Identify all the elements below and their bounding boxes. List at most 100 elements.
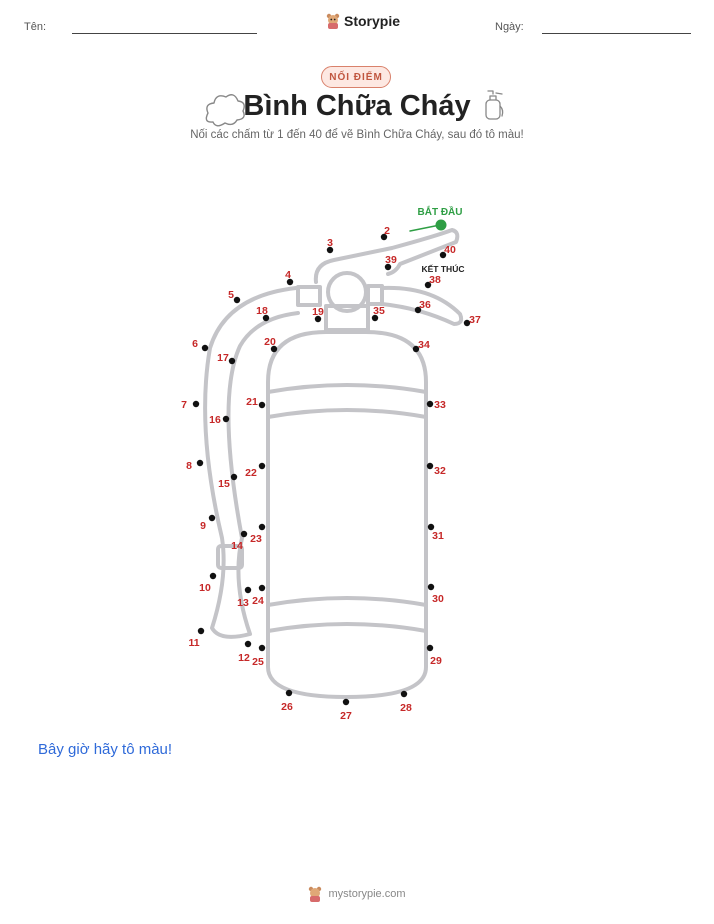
dot-number-7: 7 [181, 399, 187, 411]
dot-number-12: 12 [238, 652, 250, 664]
dot-number-23: 23 [250, 533, 262, 545]
dot-20[interactable] [270, 345, 278, 353]
dot-38[interactable] [424, 281, 432, 289]
dot-39[interactable] [384, 263, 392, 271]
band-4 [266, 622, 428, 633]
hose-outline [203, 286, 300, 639]
color-prompt: Bây giờ hãy tô màu! [38, 741, 173, 758]
top-lever [313, 228, 460, 284]
dot-32[interactable] [426, 462, 434, 470]
dot-6[interactable] [201, 344, 209, 352]
band-1 [266, 383, 428, 394]
dot-14[interactable] [240, 530, 248, 538]
dot-number-14: 14 [231, 540, 243, 552]
dot-15[interactable] [230, 473, 238, 481]
dot-number-21: 21 [246, 396, 258, 408]
dot-number-31: 31 [432, 530, 444, 542]
dot-7[interactable] [192, 400, 200, 408]
dot-number-37: 37 [469, 314, 481, 326]
dot-number-39: 39 [385, 254, 397, 266]
dot-36[interactable] [414, 306, 422, 314]
dot-number-33: 33 [434, 399, 446, 411]
dot-19[interactable] [314, 315, 322, 323]
dot-number-6: 6 [192, 338, 198, 350]
start-dot [435, 219, 447, 231]
dot-23[interactable] [258, 523, 266, 531]
dot-number-13: 13 [237, 597, 249, 609]
dot-number-9: 9 [200, 520, 206, 532]
brand-logo: Storypie [326, 13, 400, 29]
footer: mystorypie.com [0, 886, 714, 902]
dot-number-4: 4 [285, 269, 291, 281]
dot-33[interactable] [426, 400, 434, 408]
dot-number-27: 27 [340, 710, 352, 722]
dot-37[interactable] [463, 319, 471, 327]
start-label: BẮT ĐẦU [418, 205, 463, 218]
dot-3[interactable] [326, 246, 334, 254]
dot-number-18: 18 [256, 305, 268, 317]
dot-number-32: 32 [434, 465, 446, 477]
dot-35[interactable] [371, 314, 379, 322]
dot-40[interactable] [439, 251, 447, 259]
dot-2[interactable] [380, 233, 388, 241]
dot-number-38: 38 [429, 274, 441, 286]
dot-number-28: 28 [400, 702, 412, 714]
valve-ring [326, 271, 368, 313]
extinguisher-outline [203, 90, 504, 699]
dot-26[interactable] [285, 689, 293, 697]
page-title: Bình Chữa Cháy [243, 90, 471, 122]
dot-10[interactable] [209, 572, 217, 580]
dot-number-40: 40 [444, 244, 456, 256]
date-label: Ngày: [495, 21, 524, 33]
band-2 [266, 408, 428, 419]
bear-icon [326, 13, 340, 29]
dot-number-34: 34 [418, 339, 430, 351]
dot-13[interactable] [244, 586, 252, 594]
dot-17[interactable] [228, 357, 236, 365]
dot-5[interactable] [233, 296, 241, 304]
dot-24[interactable] [258, 584, 266, 592]
dot-number-8: 8 [186, 460, 192, 472]
dot-11[interactable] [197, 627, 205, 635]
dot-layer [192, 233, 471, 706]
dot-25[interactable] [258, 644, 266, 652]
end-label: KẾT THÚC [422, 263, 465, 274]
dot-number-20: 20 [264, 336, 276, 348]
instructions: Nối các chấm từ 1 đến 40 để vẽ Bình Chữa… [190, 129, 524, 141]
dot-27[interactable] [342, 698, 350, 706]
dot-4[interactable] [286, 278, 294, 286]
dot-28[interactable] [400, 690, 408, 698]
dot-number-2: 2 [384, 225, 390, 237]
dot-12[interactable] [244, 640, 252, 648]
neck-outline [324, 304, 370, 332]
dot-number-5: 5 [228, 289, 234, 301]
dot-number-15: 15 [218, 478, 230, 490]
brand-name: Storypie [344, 13, 401, 29]
footer-url: mystorypie.com [328, 888, 406, 900]
dot-number-16: 16 [209, 414, 221, 426]
name-line[interactable] [72, 33, 257, 34]
date-line[interactable] [542, 33, 691, 34]
dot-30[interactable] [427, 583, 435, 591]
dot-9[interactable] [208, 514, 216, 522]
dot-21[interactable] [258, 401, 266, 409]
dot-22[interactable] [258, 462, 266, 470]
dot-number-10: 10 [199, 582, 211, 594]
dot-31[interactable] [427, 523, 435, 531]
cloud-icon [205, 94, 245, 127]
hose-clamp [216, 544, 244, 570]
dot-number-30: 30 [432, 593, 444, 605]
bear-icon [309, 886, 322, 902]
dot-number-26: 26 [281, 701, 293, 713]
valve-right [366, 284, 384, 306]
dot-34[interactable] [412, 345, 420, 353]
dot-number-11: 11 [188, 637, 199, 649]
dot-16[interactable] [222, 415, 230, 423]
dot-29[interactable] [426, 644, 434, 652]
valve-left [296, 285, 322, 307]
dot-number-17: 17 [217, 352, 229, 364]
dot-18[interactable] [262, 314, 270, 322]
dot-8[interactable] [196, 459, 204, 467]
dot-number-35: 35 [373, 305, 385, 317]
